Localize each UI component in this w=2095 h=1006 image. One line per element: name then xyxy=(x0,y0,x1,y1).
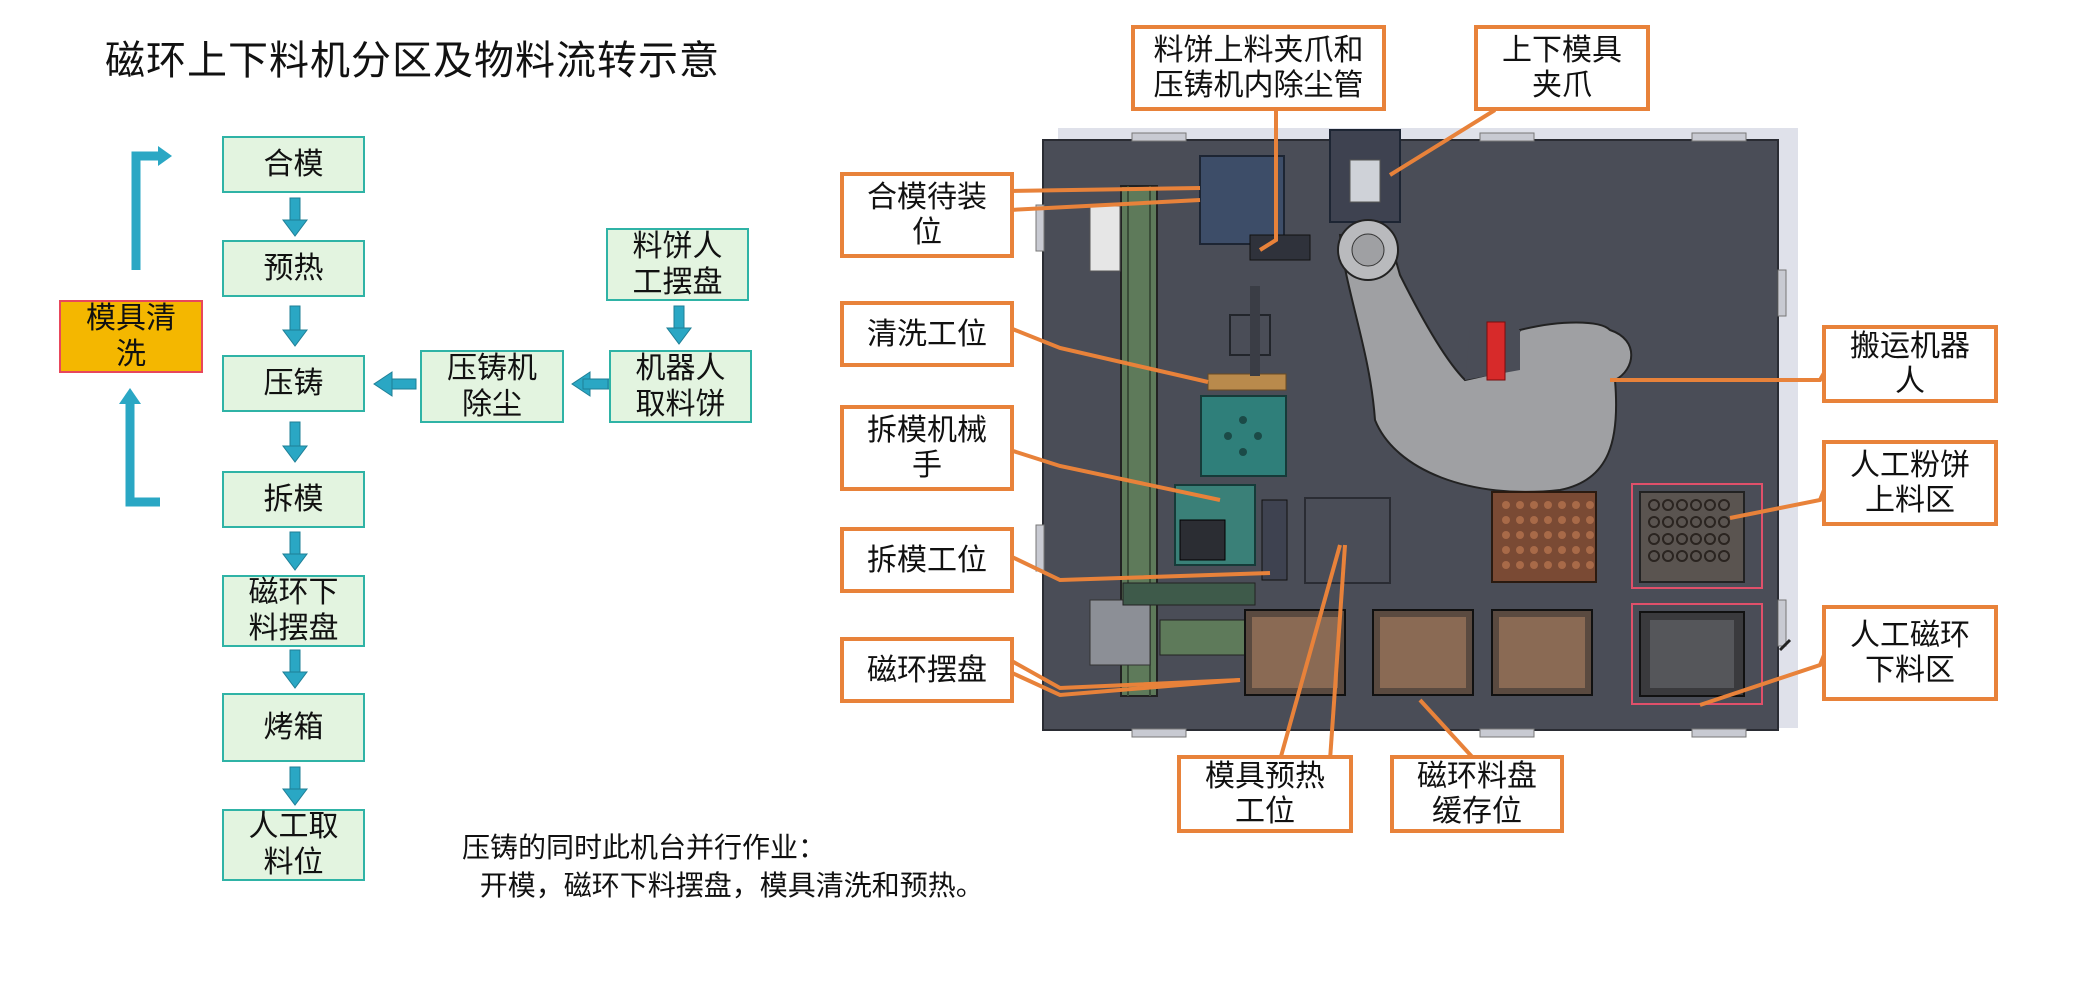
flow-step-ring-tray: 磁环下 料摆盘 xyxy=(222,575,365,647)
teal-mold xyxy=(1200,395,1287,477)
arrow-down-3 xyxy=(282,421,308,463)
arrow-down-5 xyxy=(282,649,308,689)
flow-step-dust-removal: 压铸机 除尘 xyxy=(420,350,564,423)
arrow-down-4 xyxy=(282,531,308,571)
label-ring-unload: 人工磁环 下料区 xyxy=(1822,605,1998,701)
powder-load-zone xyxy=(1631,483,1763,589)
arrow-down-1 xyxy=(282,197,308,237)
clean-loop-arrows xyxy=(125,151,160,507)
label-cake-gripper: 料饼上料夹爪和 压铸机内除尘管 xyxy=(1131,25,1386,111)
arrow-left-3 xyxy=(373,371,417,397)
flow-step-mold-clean: 模具清 洗 xyxy=(59,300,203,373)
label-mold-wait: 合模待装 位 xyxy=(840,172,1014,258)
flow-step-oven: 烤箱 xyxy=(222,693,365,762)
bottom-trays xyxy=(1244,603,1763,705)
note-line-1: 压铸的同时此机台并行作业： xyxy=(462,831,827,864)
robot-arm xyxy=(1337,219,1633,493)
note-line-2: 开模，磁环下料摆盘，模具清洗和预热。 xyxy=(462,869,984,902)
flow-step-manual-cake: 料饼人 工摆盘 xyxy=(606,228,749,301)
page-title: 磁环上下料机分区及物料流转示意 xyxy=(105,38,720,84)
arrow-down-side xyxy=(666,305,692,345)
label-preheat-station: 模具预热 工位 xyxy=(1177,755,1353,833)
label-robot: 搬运机器 人 xyxy=(1822,325,1998,403)
arrow-down-2 xyxy=(282,305,308,347)
flow-step-preheat: 预热 xyxy=(222,240,365,297)
flow-step-diecast: 压铸 xyxy=(222,355,365,412)
arrow-left-robot xyxy=(582,378,609,390)
flow-step-demold: 拆模 xyxy=(222,471,365,528)
flow-step-clamp: 合模 xyxy=(222,136,365,193)
label-wash-station: 清洗工位 xyxy=(840,301,1014,367)
label-ring-buffer: 磁环料盘 缓存位 xyxy=(1390,755,1564,833)
label-demold-arm: 拆模机械 手 xyxy=(840,405,1014,491)
flow-step-manual-take: 人工取 料位 xyxy=(222,809,365,881)
label-mold-gripper: 上下模具 夹爪 xyxy=(1474,25,1650,111)
flow-step-robot-pick: 机器人 取料饼 xyxy=(609,350,752,423)
label-powder-load: 人工粉饼 上料区 xyxy=(1822,440,1998,526)
label-demold-station: 拆模工位 xyxy=(840,527,1014,593)
label-ring-tray: 磁环摆盘 xyxy=(840,637,1014,703)
arrow-down-6 xyxy=(282,766,308,806)
